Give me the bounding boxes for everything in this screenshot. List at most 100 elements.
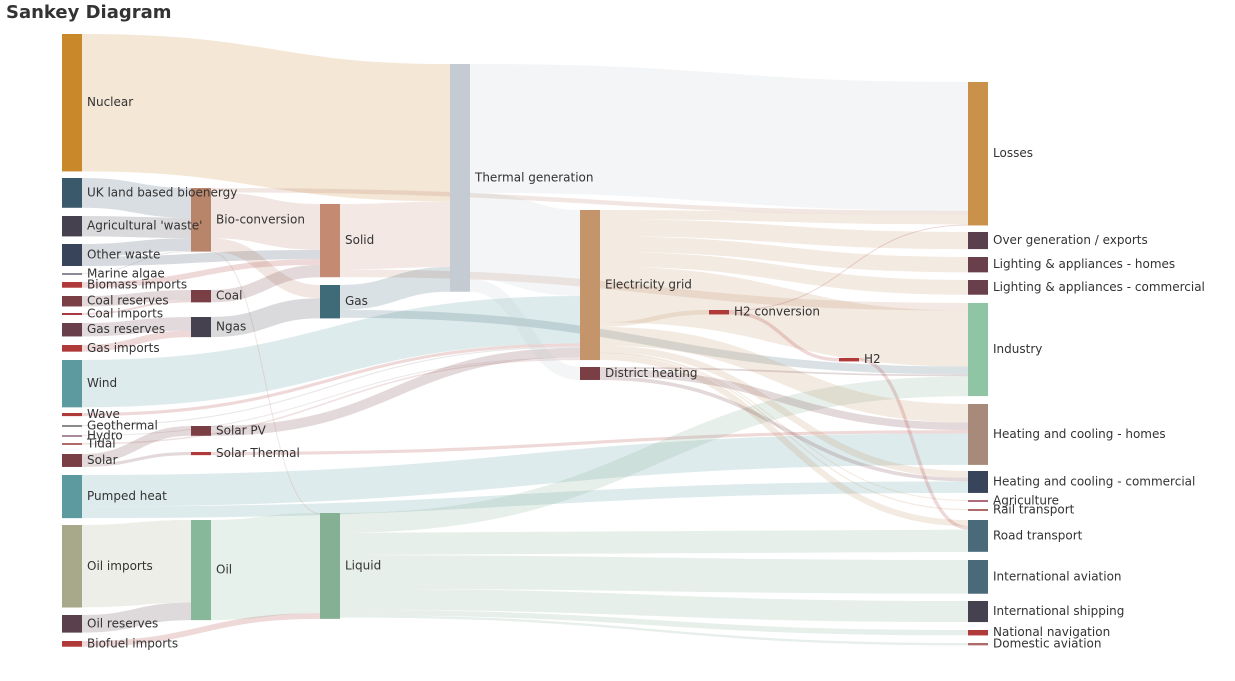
node-other-waste[interactable] xyxy=(62,244,82,266)
node-coal[interactable] xyxy=(191,290,211,303)
link-agricultural-waste-to-bio-conversion[interactable] xyxy=(81,216,192,239)
link-gas-to-thermal-generation[interactable] xyxy=(339,266,451,310)
link-nuclear-to-thermal-generation[interactable] xyxy=(81,34,451,202)
link-h2-conversion-to-h2[interactable] xyxy=(728,311,840,362)
link-bio-conversion-to-liquid[interactable] xyxy=(210,251,321,514)
node-ngas[interactable] xyxy=(191,317,211,338)
link-other-waste-to-bio-conversion[interactable] xyxy=(81,238,192,257)
node-coal-reserves[interactable] xyxy=(62,296,82,307)
link-electricity-grid-to-agriculture[interactable] xyxy=(599,352,969,501)
link-pumped-heat-to-heating-and-cooling-homes[interactable] xyxy=(81,433,969,507)
link-ngas-to-gas[interactable] xyxy=(210,298,321,338)
node-solar[interactable] xyxy=(62,454,82,467)
link-gas-to-industry[interactable] xyxy=(339,309,969,375)
node-gas-reserves[interactable] xyxy=(62,323,82,337)
link-solar-to-solar-thermal[interactable] xyxy=(81,452,192,467)
link-electricity-grid-to-industry[interactable] xyxy=(599,266,969,367)
node-rail-transport[interactable] xyxy=(968,509,988,511)
link-h2-to-road-transport[interactable] xyxy=(858,357,969,530)
node-h2[interactable] xyxy=(839,358,859,362)
link-thermal-generation-to-district-heating[interactable] xyxy=(469,278,581,380)
node-lighting-appliances-homes[interactable] xyxy=(968,257,988,273)
link-coal-to-solid[interactable] xyxy=(210,264,321,303)
node-domestic-aviation[interactable] xyxy=(968,643,988,646)
link-bio-conversion-to-solid[interactable] xyxy=(210,192,321,250)
link-electricity-grid-to-rail-transport[interactable] xyxy=(599,352,969,511)
node-oil[interactable] xyxy=(191,520,211,621)
node-solar-thermal[interactable] xyxy=(191,452,211,456)
link-geothermal-to-electricity-grid[interactable] xyxy=(81,346,581,427)
node-biofuel-imports[interactable] xyxy=(62,641,82,647)
link-solar-to-solar-pv[interactable] xyxy=(81,426,192,464)
link-electricity-grid-to-heating-and-cooling-commercial[interactable] xyxy=(599,345,969,478)
link-district-heating-to-industry[interactable] xyxy=(599,366,969,377)
link-tidal-to-electricity-grid[interactable] xyxy=(81,358,581,445)
node-agricultural-waste[interactable] xyxy=(62,216,82,237)
link-electricity-grid-to-lighting-appliances-homes[interactable] xyxy=(599,236,969,273)
link-oil-imports-to-oil[interactable] xyxy=(81,520,192,608)
node-oil-imports[interactable] xyxy=(62,525,82,608)
link-electricity-grid-to-losses[interactable] xyxy=(599,209,969,225)
node-international-shipping[interactable] xyxy=(968,601,988,623)
node-over-generation-exports[interactable] xyxy=(968,232,988,250)
node-uk-land-based-bioenergy[interactable] xyxy=(62,178,82,208)
link-biomass-imports-to-solid[interactable] xyxy=(81,259,321,288)
node-pumped-heat[interactable] xyxy=(62,475,82,519)
link-liquid-to-industry[interactable] xyxy=(339,376,969,533)
node-solid[interactable] xyxy=(320,204,340,278)
node-industry[interactable] xyxy=(968,303,988,397)
node-agriculture[interactable] xyxy=(968,500,988,502)
link-wave-to-electricity-grid[interactable] xyxy=(81,343,581,417)
node-coal-imports[interactable] xyxy=(62,313,82,315)
node-gas-imports[interactable] xyxy=(62,345,82,352)
link-h2-conversion-to-losses[interactable] xyxy=(728,224,969,312)
node-geothermal[interactable] xyxy=(62,425,82,427)
link-pumped-heat-to-heating-and-cooling-commercial[interactable] xyxy=(81,481,969,519)
link-oil-to-liquid[interactable] xyxy=(210,513,321,621)
link-coal-imports-to-coal[interactable] xyxy=(81,300,192,315)
link-electricity-grid-to-road-transport[interactable] xyxy=(599,353,969,527)
node-national-navigation[interactable] xyxy=(968,630,988,636)
node-electricity-grid[interactable] xyxy=(580,210,600,361)
link-marine-algae-to-bio-conversion[interactable] xyxy=(81,250,192,274)
node-bio-conversion[interactable] xyxy=(191,188,211,252)
link-liquid-to-road-transport[interactable] xyxy=(339,529,969,556)
link-thermal-generation-to-electricity-grid[interactable] xyxy=(469,192,581,296)
node-liquid[interactable] xyxy=(320,513,340,619)
link-hydro-to-electricity-grid[interactable] xyxy=(81,357,581,437)
node-international-aviation[interactable] xyxy=(968,560,988,594)
node-gas[interactable] xyxy=(320,285,340,319)
node-losses[interactable] xyxy=(968,82,988,226)
node-marine-algae[interactable] xyxy=(62,273,82,275)
link-gas-imports-to-ngas[interactable] xyxy=(81,330,192,352)
node-district-heating[interactable] xyxy=(580,367,600,380)
node-biomass-imports[interactable] xyxy=(62,282,82,288)
link-other-waste-to-solid[interactable] xyxy=(81,249,321,266)
node-wave[interactable] xyxy=(62,413,82,417)
link-gas-reserves-to-ngas[interactable] xyxy=(81,317,192,337)
link-liquid-to-international-aviation[interactable] xyxy=(339,555,969,594)
node-heating-and-cooling-homes[interactable] xyxy=(968,404,988,465)
link-solid-to-thermal-generation[interactable] xyxy=(339,201,451,270)
link-coal-reserves-to-coal[interactable] xyxy=(81,289,192,307)
link-oil-reserves-to-oil[interactable] xyxy=(81,602,192,633)
node-heating-and-cooling-commercial[interactable] xyxy=(968,471,988,493)
link-electricity-grid-to-lighting-appliances-commercial[interactable] xyxy=(599,251,969,295)
link-district-heating-to-heating-and-cooling-commercial[interactable] xyxy=(599,376,969,482)
link-district-heating-to-heating-and-cooling-homes[interactable] xyxy=(599,368,969,431)
node-oil-reserves[interactable] xyxy=(62,615,82,633)
node-nuclear[interactable] xyxy=(62,34,82,172)
node-h2-conversion[interactable] xyxy=(709,310,729,315)
node-hydro[interactable] xyxy=(62,435,82,437)
node-thermal-generation[interactable] xyxy=(450,64,470,292)
link-bio-conversion-to-losses[interactable] xyxy=(210,187,969,216)
link-electricity-grid-to-h2-conversion[interactable] xyxy=(599,309,710,327)
link-electricity-grid-to-heating-and-cooling-homes[interactable] xyxy=(599,326,969,423)
node-lighting-appliances-commercial[interactable] xyxy=(968,280,988,295)
link-biofuel-imports-to-liquid[interactable] xyxy=(81,613,321,647)
link-electricity-grid-to-over-generation-exports[interactable] xyxy=(599,219,969,250)
link-uk-land-based-bioenergy-to-bio-conversion[interactable] xyxy=(81,177,192,218)
node-road-transport[interactable] xyxy=(968,520,988,552)
link-bio-conversion-to-gas[interactable] xyxy=(210,238,321,299)
link-solar-pv-to-electricity-grid[interactable] xyxy=(210,347,581,436)
